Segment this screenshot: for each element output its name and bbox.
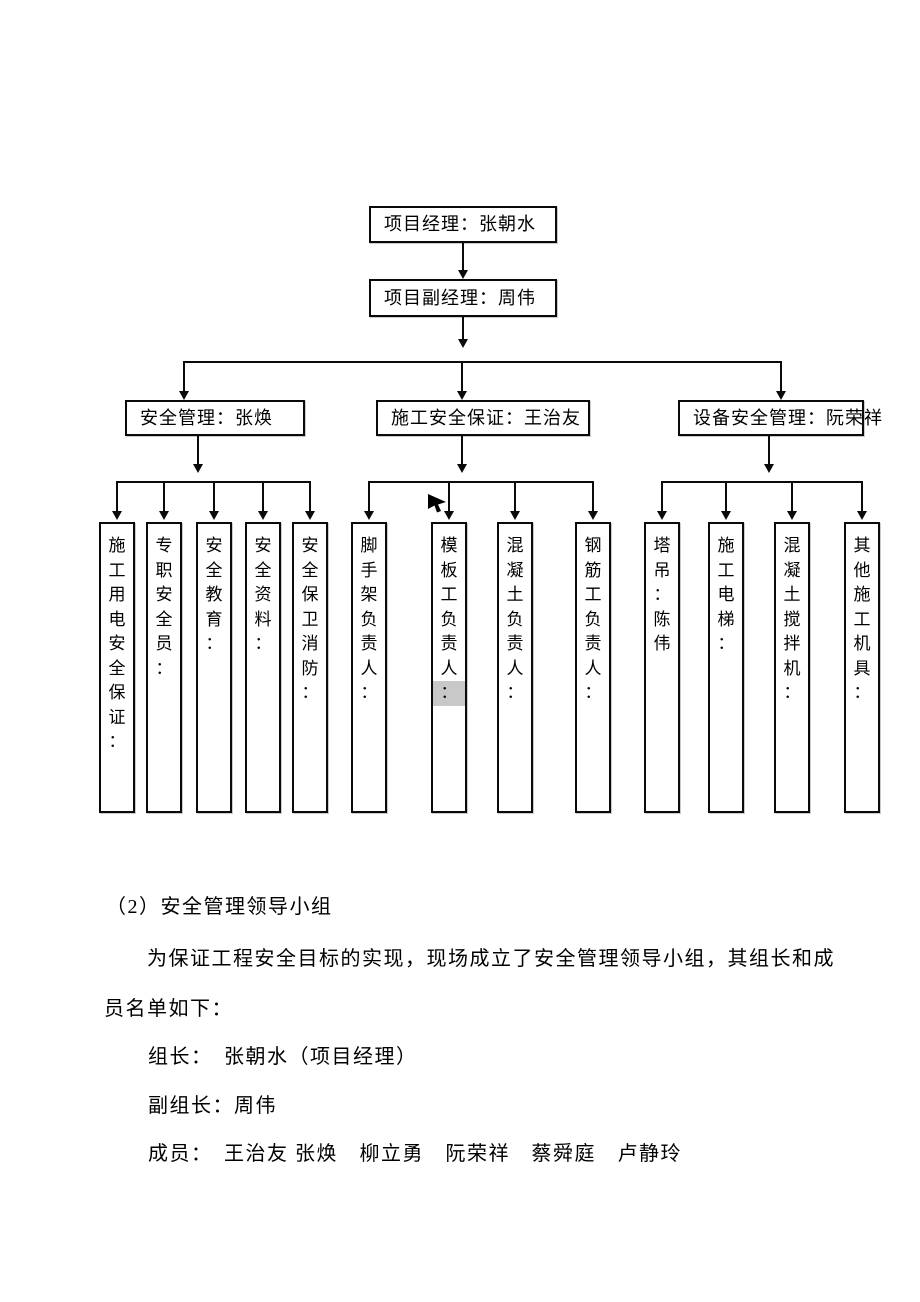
connector-line: [262, 481, 264, 511]
connector-line: [592, 481, 594, 511]
connector-line: [309, 481, 311, 511]
org-box-deputy-project-manager: 项目副经理：周伟: [369, 279, 557, 317]
org-leaf-concrete-mixer: 混凝土搅拌机：: [774, 522, 810, 813]
paragraph-line: 为保证工程安全目标的实现，现场成立了安全管理领导小组，其组长和成: [147, 948, 835, 970]
arrowhead-icon: [588, 511, 598, 520]
arrowhead-icon: [787, 511, 797, 520]
vertical-label: 模板工负责人: [440, 536, 458, 678]
arrowhead-icon: [444, 511, 454, 520]
vertical-label: 施工电梯：: [717, 536, 735, 653]
vertical-label: 安全保卫消防：: [301, 536, 319, 702]
connector-line: [768, 436, 770, 464]
arrowhead-icon: [857, 511, 867, 520]
connector-line: [725, 481, 727, 511]
connector-line: [462, 243, 464, 270]
org-box-equipment-safety: 设备安全管理：阮荣祥: [678, 400, 882, 436]
vertical-label: 专职安全员：: [155, 536, 173, 678]
org-leaf-safety-documents: 安全资料：: [245, 522, 281, 813]
arrowhead-icon: [209, 511, 219, 520]
vertical-label: 安全资料：: [254, 536, 272, 653]
arrowhead-icon: [112, 511, 122, 520]
org-leaf-security-fire-protection: 安全保卫消防：: [292, 522, 328, 813]
org-leaf-concrete-lead: 混凝土负责人：: [497, 522, 533, 813]
vertical-label: 脚手架负责人：: [360, 536, 378, 702]
connector-line: [163, 481, 165, 511]
org-leaf-scaffold-lead: 脚手架负责人：: [351, 522, 387, 813]
org-leaf-other-machinery: 其他施工机具：: [844, 522, 880, 813]
org-leaf-rebar-lead: 钢筋工负责人：: [575, 522, 611, 813]
vertical-label: 塔吊：陈伟: [653, 536, 671, 653]
connector-line: [514, 481, 516, 511]
connector-line: [368, 481, 370, 511]
section-heading: （2）安全管理领导小组: [106, 896, 333, 918]
members-line: 成员： 王治友 张焕 柳立勇 阮荣祥 蔡舜庭 卢静玲: [148, 1143, 682, 1165]
arrowhead-icon: [657, 511, 667, 520]
connector-line: [461, 436, 463, 464]
arrowhead-icon: [458, 339, 468, 348]
connector-line: [462, 317, 464, 340]
org-leaf-formwork-lead: 模板工负责人 ：: [431, 522, 467, 813]
deputy-leader-line: 副组长：周伟: [148, 1095, 277, 1117]
leader-line: 组长： 张朝水（项目经理）: [148, 1046, 418, 1068]
vertical-label: 安全教育：: [205, 536, 223, 653]
org-leaf-construction-elevator: 施工电梯：: [708, 522, 744, 813]
org-box-construction-safety: 施工安全保证：王治友: [376, 400, 590, 436]
arrowhead-icon: [179, 391, 189, 400]
paragraph-line: 员名单如下：: [104, 998, 233, 1020]
vertical-label: 施工用电安全保证：: [108, 536, 126, 751]
vertical-label: 混凝土负责人：: [506, 536, 524, 702]
connector-line: [184, 361, 782, 363]
arrowhead-icon: [510, 511, 520, 520]
org-leaf-construction-power-safety: 施工用电安全保证：: [99, 522, 135, 813]
vertical-label: 其他施工机具：: [853, 536, 871, 702]
org-box-project-manager: 项目经理：张朝水: [369, 206, 557, 243]
connector-line: [213, 481, 215, 511]
connector-line: [791, 481, 793, 511]
arrowhead-icon: [193, 464, 203, 473]
connector-line: [197, 436, 199, 464]
org-box-safety-management: 安全管理：张焕: [125, 400, 305, 436]
connector-line: [183, 361, 185, 391]
connector-line: [368, 481, 594, 483]
org-leaf-tower-crane: 塔吊：陈伟: [644, 522, 680, 813]
connector-line: [448, 481, 450, 511]
connector-line: [661, 481, 863, 483]
org-leaf-fulltime-safety-officer: 专职安全员：: [146, 522, 182, 813]
mouse-cursor-icon: [428, 494, 446, 513]
arrowhead-icon: [305, 511, 315, 520]
arrowhead-icon: [764, 464, 774, 473]
arrowhead-icon: [458, 270, 468, 279]
connector-line: [661, 481, 663, 511]
highlighted-colon: ：: [433, 681, 465, 706]
connector-line: [116, 481, 118, 511]
arrowhead-icon: [721, 511, 731, 520]
arrowhead-icon: [776, 391, 786, 400]
arrowhead-icon: [159, 511, 169, 520]
vertical-label: 混凝土搅拌机：: [783, 536, 801, 702]
vertical-label: 钢筋工负责人：: [584, 536, 602, 702]
arrowhead-icon: [364, 511, 374, 520]
connector-line: [461, 361, 463, 391]
arrowhead-icon: [457, 464, 467, 473]
connector-line: [780, 361, 782, 391]
arrowhead-icon: [457, 391, 467, 400]
arrowhead-icon: [258, 511, 268, 520]
org-leaf-safety-education: 安全教育：: [196, 522, 232, 813]
connector-line: [861, 481, 863, 511]
